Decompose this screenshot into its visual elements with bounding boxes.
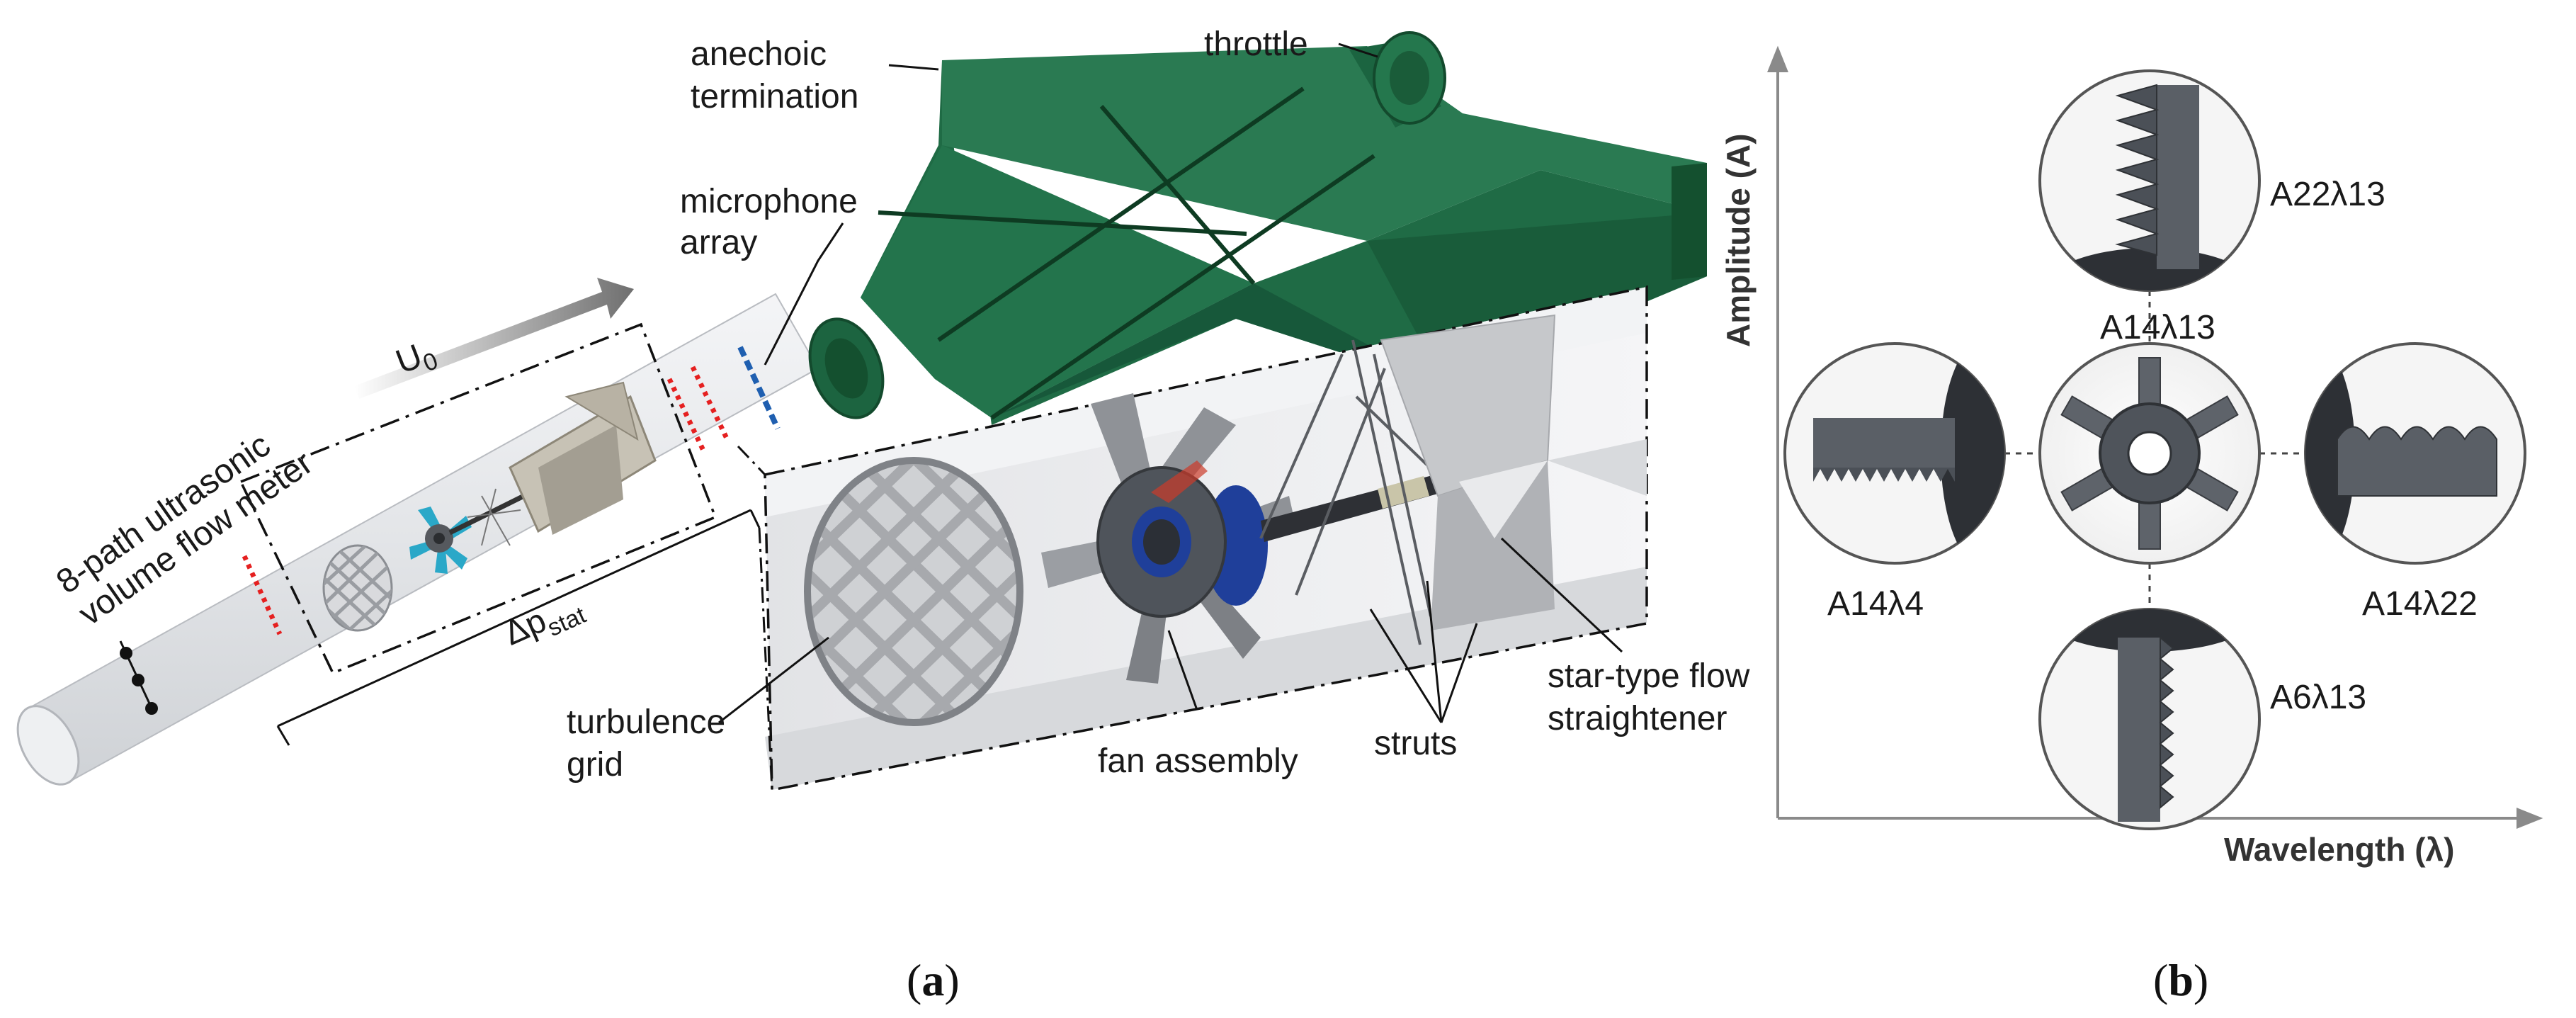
fan-assembly [1041,393,1296,684]
microphone-array-marker [737,346,781,430]
pressure-drop-bracket [276,509,761,746]
anechoic-label-line2: termination [691,78,858,115]
caption-a: (a) [907,955,960,1005]
variant-right [2304,342,2526,565]
variant-left [1783,342,2006,565]
pressure-drop-label: Δpstat [499,586,590,659]
pressure-tap-markers [242,366,731,635]
straightener-label-line2: straightener [1548,700,1727,737]
struts-label: struts [1374,725,1457,762]
magnified-inset [737,285,1648,792]
microphone-label-line1: microphone [680,183,858,220]
flowmeter-sensors [119,640,158,715]
variant-center-label: A14λ13 [2100,309,2215,346]
variant-top-label: A22λ13 [2270,176,2385,213]
leader-lines [718,43,1623,724]
microphone-label-line2: array [680,224,757,261]
anechoic-label-line1: anechoic [691,35,827,73]
variant-bottom-label: A6λ13 [2270,679,2366,716]
throttle-label: throttle [1204,26,1308,63]
straightener-label-line1: star-type flow [1548,657,1750,695]
grid-label-line1: turbulence [567,703,725,741]
flow-straightener [1380,314,1647,630]
x-axis-label: Wavelength (λ) [2224,831,2454,868]
variant-left-label: A14λ4 [1827,585,1924,623]
variant-right-label: A14λ22 [2362,585,2478,623]
grid-label-line2: grid [567,746,623,784]
svg-text:Δpstat: Δpstat [499,586,590,659]
baseline-propeller [2038,342,2261,565]
caption-b: (b) [2153,955,2208,1005]
variant-bottom [2038,608,2261,830]
fan-label: fan assembly [1098,742,1298,780]
variant-connectors [2004,290,2305,609]
panel-a: U0 Δpstat 8-path ultrasonic volume flow … [16,26,1750,1005]
panel-b: Amplitude (A) Wavelength (λ) [1720,45,2543,1005]
y-axis-label: Amplitude (A) [1720,133,1757,347]
pressure-symbol: Δp [499,601,552,652]
variant-top [2038,69,2261,292]
mini-components [322,381,657,632]
flow-direction-arrow [354,278,634,399]
